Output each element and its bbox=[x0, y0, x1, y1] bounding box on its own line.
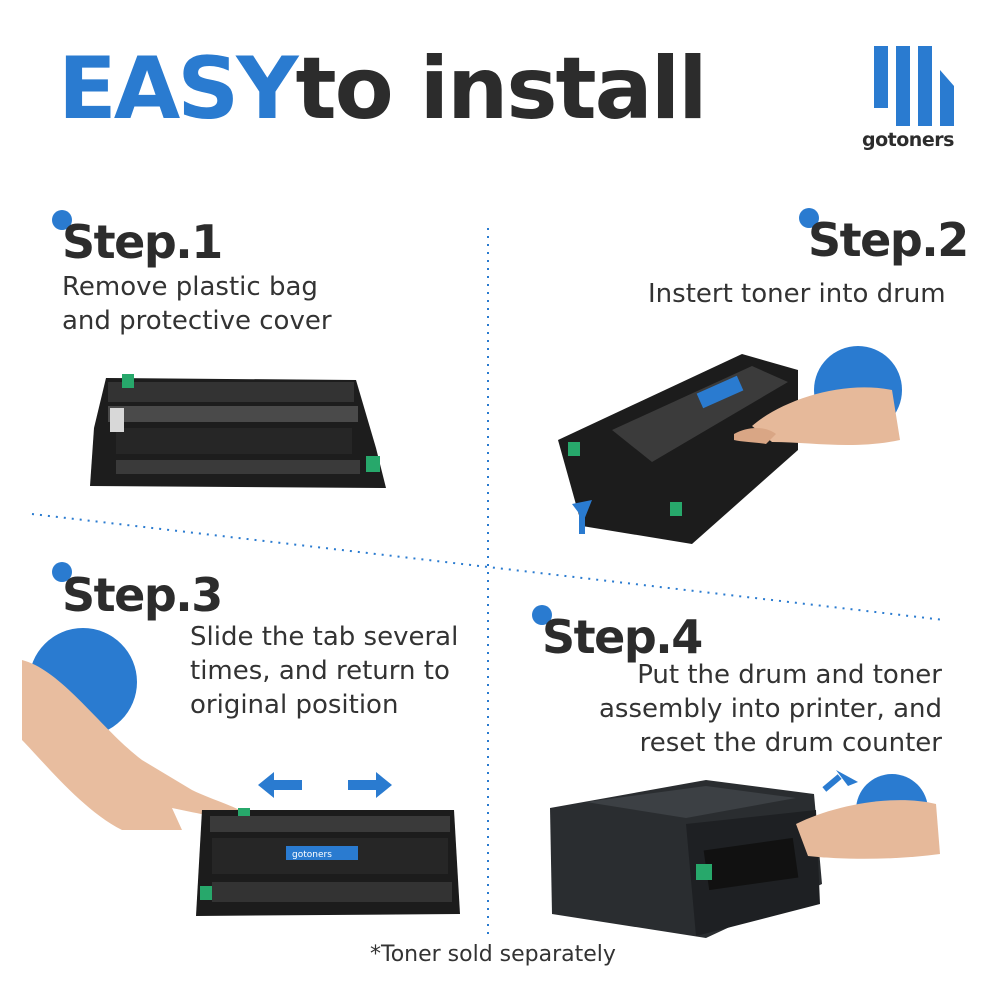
headline-rest: to install bbox=[295, 39, 708, 139]
step-4-line: reset the drum counter bbox=[639, 728, 942, 758]
toner-into-drum-image bbox=[558, 346, 902, 544]
step-1-description: Remove plastic bag and protective cover bbox=[62, 270, 332, 338]
arrow-right-icon bbox=[348, 772, 392, 798]
headline-emphasis: EASY bbox=[58, 39, 299, 139]
step-dot-icon bbox=[52, 210, 72, 230]
step-3-line: Slide the tab several bbox=[190, 622, 459, 652]
step-1-line: and protective cover bbox=[62, 306, 332, 336]
page-headline: EASYto install bbox=[58, 46, 708, 132]
step-dot-icon bbox=[799, 208, 819, 228]
step-3-description: Slide the tab several times, and return … bbox=[190, 620, 458, 722]
step-2-line: Instert toner into drum bbox=[648, 279, 946, 309]
step-dot-icon bbox=[52, 562, 72, 582]
step-dot-icon bbox=[532, 605, 552, 625]
drum-unit-image bbox=[90, 374, 386, 488]
drum-with-toner-image: gotoners bbox=[196, 808, 460, 916]
step-2-description: Instert toner into drum bbox=[648, 277, 946, 311]
step-3-title: Step.3 bbox=[62, 568, 223, 622]
step-3-line: times, and return to bbox=[190, 656, 450, 686]
step-3-line: original position bbox=[190, 690, 399, 720]
toner-brand-label: gotoners bbox=[292, 850, 332, 860]
footnote: *Toner sold separately bbox=[370, 942, 616, 967]
step-4-line: assembly into printer, and bbox=[598, 694, 942, 724]
brand-logo-text: gotoners bbox=[862, 129, 954, 151]
step-4-title: Step.4 bbox=[542, 610, 703, 664]
step-1-line: Remove plastic bag bbox=[62, 272, 318, 302]
step-1-title: Step.1 bbox=[62, 215, 223, 269]
arrow-left-icon bbox=[258, 772, 302, 798]
hand-pointing-image bbox=[22, 660, 248, 830]
step-4-line: Put the drum and toner bbox=[637, 660, 942, 690]
printer-image bbox=[550, 770, 940, 938]
brand-logo-icon bbox=[874, 46, 954, 126]
step-2-title: Step.2 bbox=[808, 213, 969, 267]
step-4-description: Put the drum and toner assembly into pri… bbox=[599, 658, 942, 760]
